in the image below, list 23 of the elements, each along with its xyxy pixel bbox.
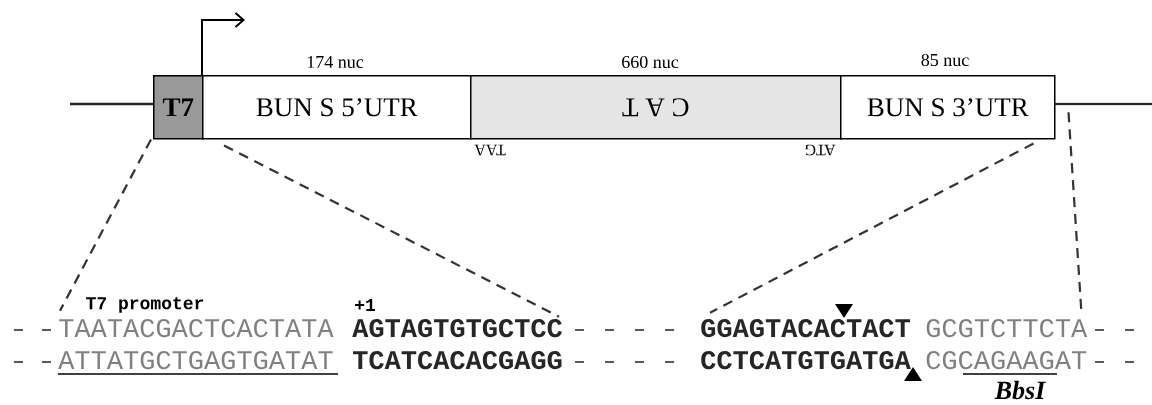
length-label: 660 nuc <box>622 55 679 69</box>
sequence-text: GGAGTACACTACT <box>701 318 910 338</box>
codon-label: ATG <box>804 144 836 156</box>
codon-label: TAA <box>474 144 506 156</box>
sequence-text: CGCAGAAGAT <box>926 350 1087 370</box>
leader-line <box>223 144 560 318</box>
sequence-text: AGTAGTGTGCTCC <box>352 318 563 338</box>
restriction-site-label: BbsI <box>994 380 1047 400</box>
length-label: 85 nuc <box>921 53 969 67</box>
promoter-box: T7 <box>153 75 204 140</box>
utr-box: BUN S 5’UTR <box>202 75 472 140</box>
sequence-text: TCATCACACGAGG <box>353 350 562 370</box>
length-label: 174 nuc <box>307 55 364 69</box>
sequence-text: ATTATGCTGAGTGATAT <box>58 350 333 370</box>
leader-line <box>59 139 152 312</box>
region-label: T7 promoter <box>86 297 204 313</box>
sequence-text: CCTCATGTGATGA <box>701 350 911 370</box>
leader-line <box>709 142 1035 314</box>
sequence-text: GCGTCTTCTA <box>926 318 1088 338</box>
utr-box: BUN S 3’UTR <box>840 75 1056 140</box>
sequence-text: TAATACGACTCACTATA <box>59 318 334 338</box>
coding-region-box: C A T <box>470 75 842 140</box>
position-label: +1 <box>355 299 376 311</box>
